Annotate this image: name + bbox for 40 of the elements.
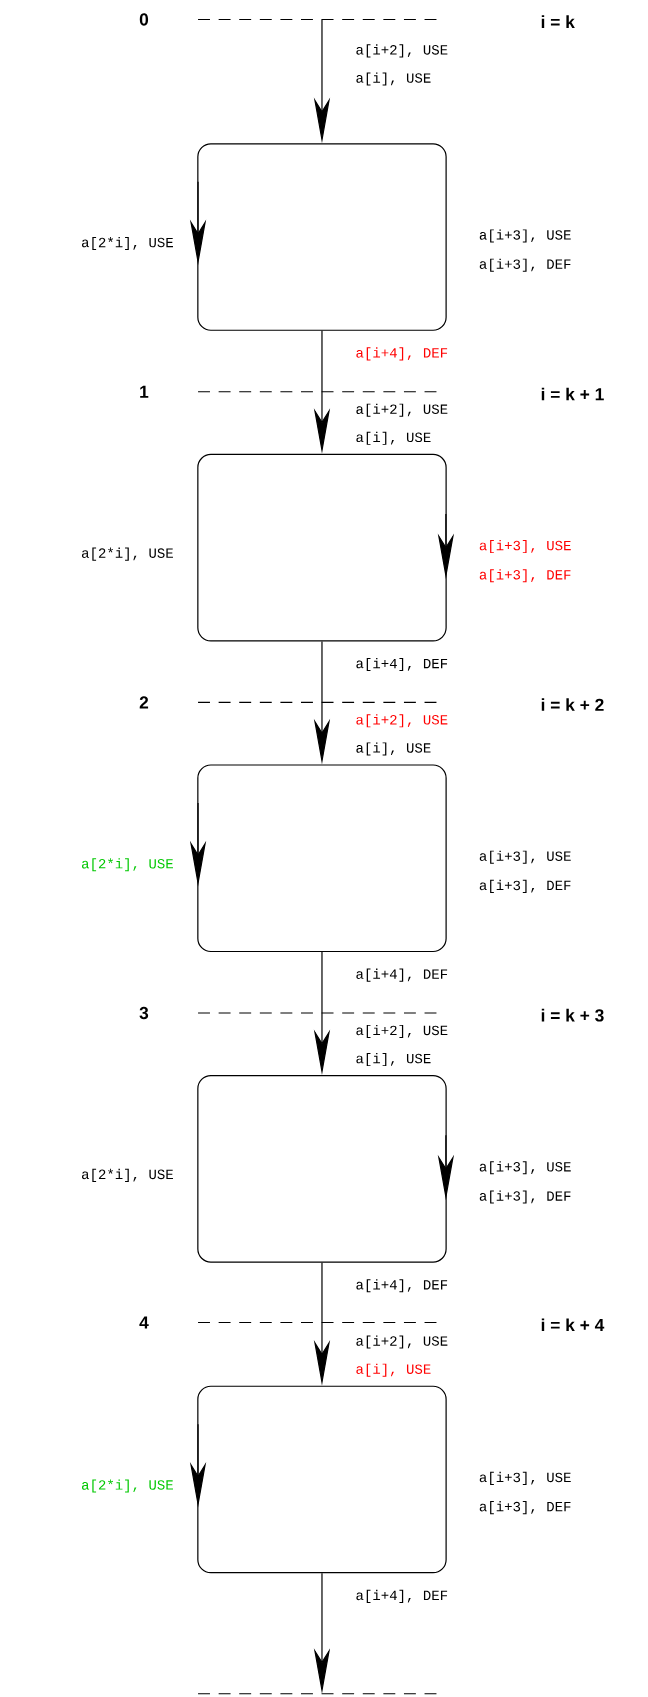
access-label: a[i+3], USE <box>479 850 571 864</box>
access-label: a[2*i], USE <box>81 1168 173 1182</box>
loop-body-box <box>197 764 447 953</box>
access-label: a[i+3], USE <box>479 1161 571 1175</box>
iteration-number: 4 <box>139 1316 149 1329</box>
access-label: a[i+4], DEF <box>356 658 447 672</box>
access-label: a[i+2], USE <box>356 714 448 728</box>
access-label: a[i+4], DEF <box>356 1589 447 1603</box>
iteration-label: i = k + 1 <box>541 387 604 401</box>
access-label: a[i+3], DEF <box>479 1190 571 1204</box>
access-label: a[i+2], USE <box>356 44 448 58</box>
access-label: a[i+3], USE <box>479 540 571 554</box>
loop-body-box <box>197 1385 447 1574</box>
iteration-number: 0 <box>139 13 148 26</box>
access-label: a[i+2], USE <box>356 1335 448 1349</box>
iteration-label: i = k + 2 <box>541 698 604 711</box>
access-label: a[i+2], USE <box>356 403 448 417</box>
loop-body-box <box>197 143 447 331</box>
access-label: a[2*i], USE <box>81 1479 173 1493</box>
iteration-number: 2 <box>139 696 148 709</box>
access-label: a[i], USE <box>356 72 431 86</box>
loop-body-box <box>197 453 447 642</box>
iteration-label: i = k + 4 <box>541 1318 605 1331</box>
access-label: a[i+2], USE <box>356 1024 448 1038</box>
access-label: a[i+4], DEF <box>356 347 447 361</box>
access-label: a[i+3], DEF <box>479 258 571 272</box>
access-label: a[i+3], USE <box>479 1471 571 1485</box>
access-label: a[i+3], DEF <box>479 1501 571 1515</box>
access-label: a[i+4], DEF <box>356 1279 447 1293</box>
access-label: a[i+3], DEF <box>479 879 571 893</box>
access-label: a[2*i], USE <box>81 547 173 561</box>
iteration-label: i = k <box>541 15 575 28</box>
iteration-label: i = k + 3 <box>541 1008 604 1022</box>
access-label: a[i+3], DEF <box>479 569 571 583</box>
iteration-number: 3 <box>139 1006 148 1020</box>
iteration-number: 1 <box>140 385 149 398</box>
access-label: a[2*i], USE <box>81 237 173 251</box>
access-label: a[i+4], DEF <box>356 968 447 982</box>
loop-body-box <box>197 1075 447 1263</box>
access-label: a[2*i], USE <box>81 858 173 872</box>
